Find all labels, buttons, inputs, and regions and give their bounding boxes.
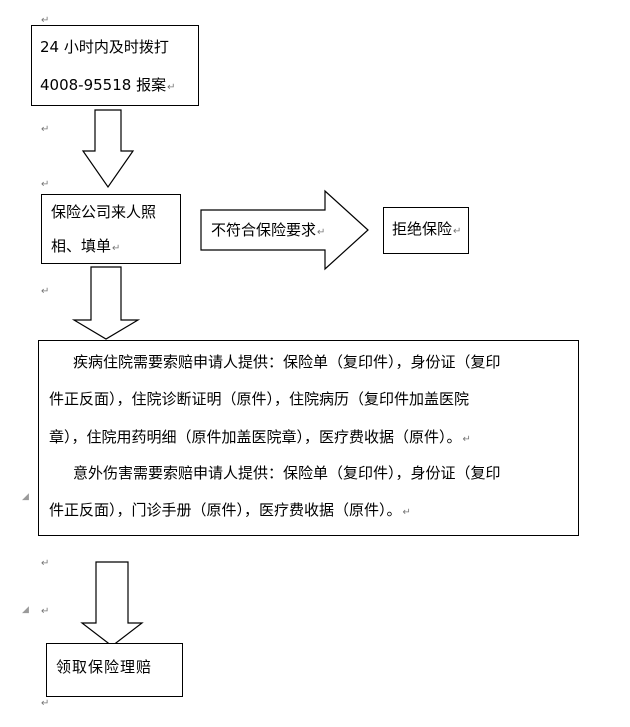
report-step-box <box>31 25 199 106</box>
condition-label: 不符合保险要求↵ <box>211 221 326 239</box>
claim-documents-box <box>38 340 579 536</box>
illness-docs-line: 件正反面），住院诊断证明（原件），住院病历（复印件加盖医院 <box>49 390 470 408</box>
paragraph-mark: ↵ <box>41 15 50 26</box>
report-step-line1: 24 小时内及时拨打 <box>40 38 169 56</box>
paragraph-mark: ↵ <box>41 606 50 617</box>
accident-docs-line: 件正反面），门诊手册（原件），医疗费收据（原件）。↵ <box>49 501 411 519</box>
paragraph-mark: ↵ <box>41 124 50 135</box>
report-step-line2: 4008-95518 报案↵ <box>40 76 176 94</box>
illness-docs-line: 章），住院用药明细（原件加盖医院章），医疗费收据（原件）。↵ <box>49 428 471 446</box>
insurer-visit-box <box>41 194 181 264</box>
accident-docs-line: 意外伤害需要索赔申请人提供：保险单（复印件），身份证（复印 <box>73 464 501 482</box>
margin-marker-icon: ◢ <box>22 605 29 615</box>
collect-claim-box <box>46 643 183 697</box>
reject-box <box>383 207 469 254</box>
reject-label: 拒绝保险↵ <box>392 220 462 238</box>
paragraph-mark: ↵ <box>41 558 50 569</box>
paragraph-mark: ↵ <box>41 179 50 190</box>
illness-docs-line: 疾病住院需要索赔申请人提供：保险单（复印件），身份证（复印 <box>73 353 501 371</box>
paragraph-mark: ↵ <box>41 286 50 297</box>
paragraph-mark: ↵ <box>41 698 50 709</box>
collect-claim-label: 领取保险理赔 <box>56 658 153 676</box>
insurer-visit-line1: 保险公司来人照 <box>51 203 157 221</box>
insurer-visit-line2: 相、填单↵ <box>51 237 121 255</box>
margin-marker-icon: ◢ <box>22 492 29 502</box>
